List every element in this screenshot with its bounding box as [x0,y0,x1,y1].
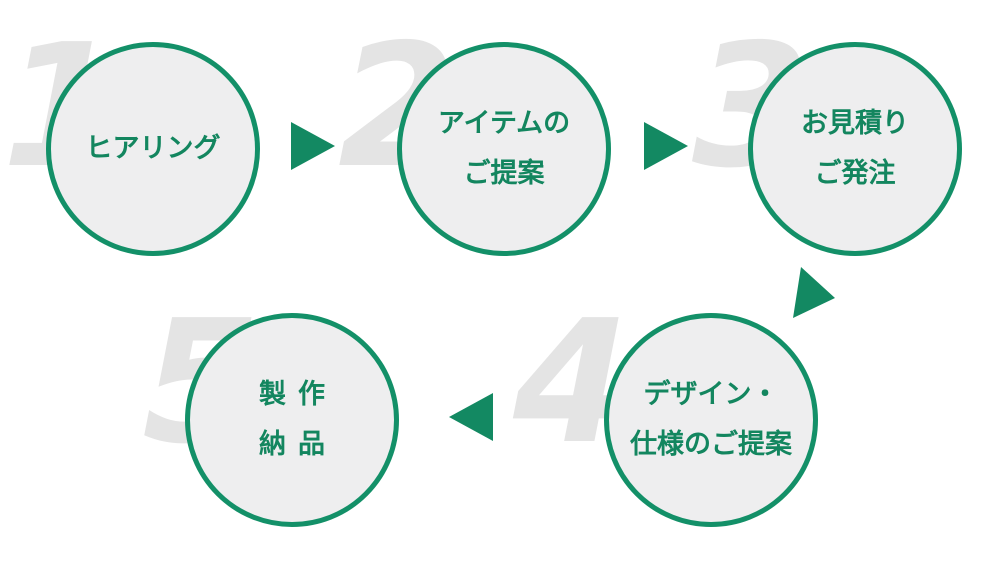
step-label: ご提案 [463,158,545,189]
step-circle-item-proposal: アイテムの ご提案 [397,42,611,256]
step-label: ご発注 [814,158,896,189]
step-label: 仕様のご提案 [630,429,792,460]
step-label: アイテムの [437,108,571,139]
step-label: 製作 [259,379,337,410]
step-circle-estimate-order: お見積り ご発注 [748,42,962,256]
step-circle-design-spec: デザイン・ 仕様のご提案 [604,313,818,527]
arrow-right-icon [644,122,688,170]
step-circle-production-delivery: 製作 納品 [185,313,399,527]
arrow-left-icon [449,393,493,441]
step-circle-hearing: ヒアリング [46,42,260,256]
step-label: ヒアリング [85,133,221,164]
step-label: デザイン・ [643,379,779,410]
step-label: お見積り [801,108,909,139]
arrow-right-icon [291,122,335,170]
arrow-down-right-icon [793,267,835,318]
step-label: 納品 [259,429,337,460]
